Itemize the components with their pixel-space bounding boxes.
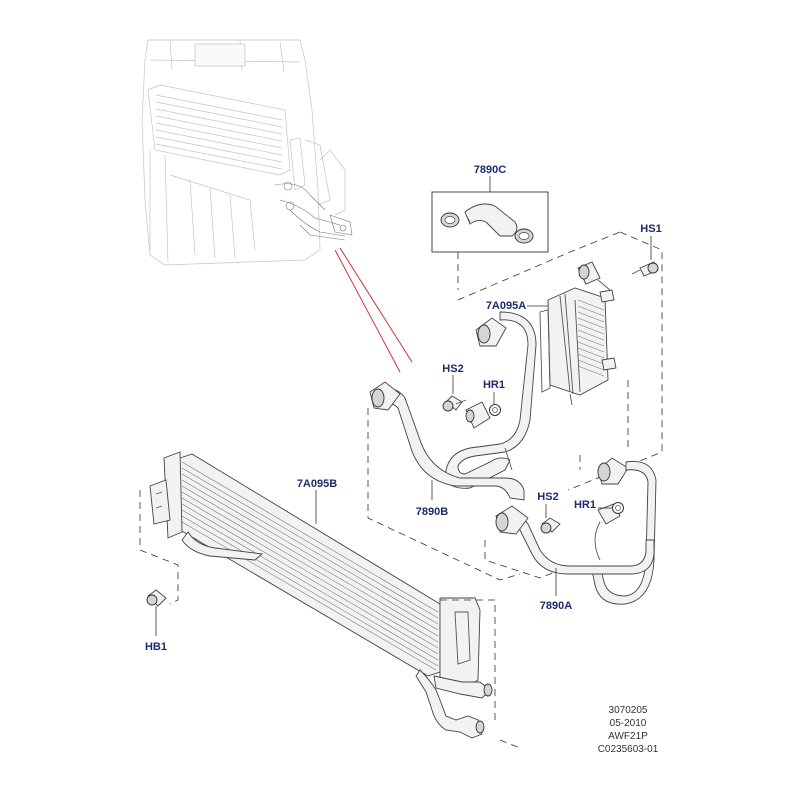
bolt-hs1 <box>631 236 659 277</box>
label-7890b: 7890B <box>416 506 448 518</box>
label-7a095b: 7A095B <box>297 478 337 490</box>
label-hr1-lower: HR1 <box>574 499 596 511</box>
bolt-hs2-lower <box>540 504 561 534</box>
bolt-hs2-upper <box>442 375 467 412</box>
label-hs2-lower: HS2 <box>537 491 558 503</box>
reference-line-1: 3070205 <box>609 705 648 716</box>
bolt-hb1 <box>146 589 167 636</box>
reference-line-2: 05-2010 <box>610 718 647 729</box>
label-hs2-upper: HS2 <box>442 363 463 375</box>
label-hb1: HB1 <box>145 641 167 653</box>
label-7890a: 7890A <box>540 600 572 612</box>
assembly-frame-lower <box>139 490 521 749</box>
aux-cooler-7a095b <box>149 451 493 739</box>
part-labels: 7890C HS1 7A095A HS2 HR1 7A095B 7890B HS… <box>145 164 662 653</box>
connector-upper <box>577 261 611 291</box>
retainer-hr1-lower <box>598 502 624 514</box>
radiator-context-illustration <box>141 39 353 266</box>
reference-block: 3070205 05-2010 AWF21P C0235603-01 <box>598 705 659 755</box>
reference-line-3: AWF21P <box>608 731 648 742</box>
hose-7890b <box>369 311 537 501</box>
retainer-hr1-upper <box>489 392 501 416</box>
kit-7890c <box>431 176 549 253</box>
label-7890c: 7890C <box>474 164 506 176</box>
label-hr1-upper: HR1 <box>483 379 505 391</box>
assembly-frame-middle <box>367 408 581 581</box>
callout-zoom-lines <box>334 247 413 373</box>
oil-cooler-7a095a <box>527 287 617 406</box>
assembly-frame-upper <box>457 231 663 491</box>
label-7a095a: 7A095A <box>486 300 526 312</box>
label-hs1: HS1 <box>640 223 661 235</box>
hose-7890a <box>495 457 657 605</box>
reference-line-4: C0235603-01 <box>598 744 659 755</box>
